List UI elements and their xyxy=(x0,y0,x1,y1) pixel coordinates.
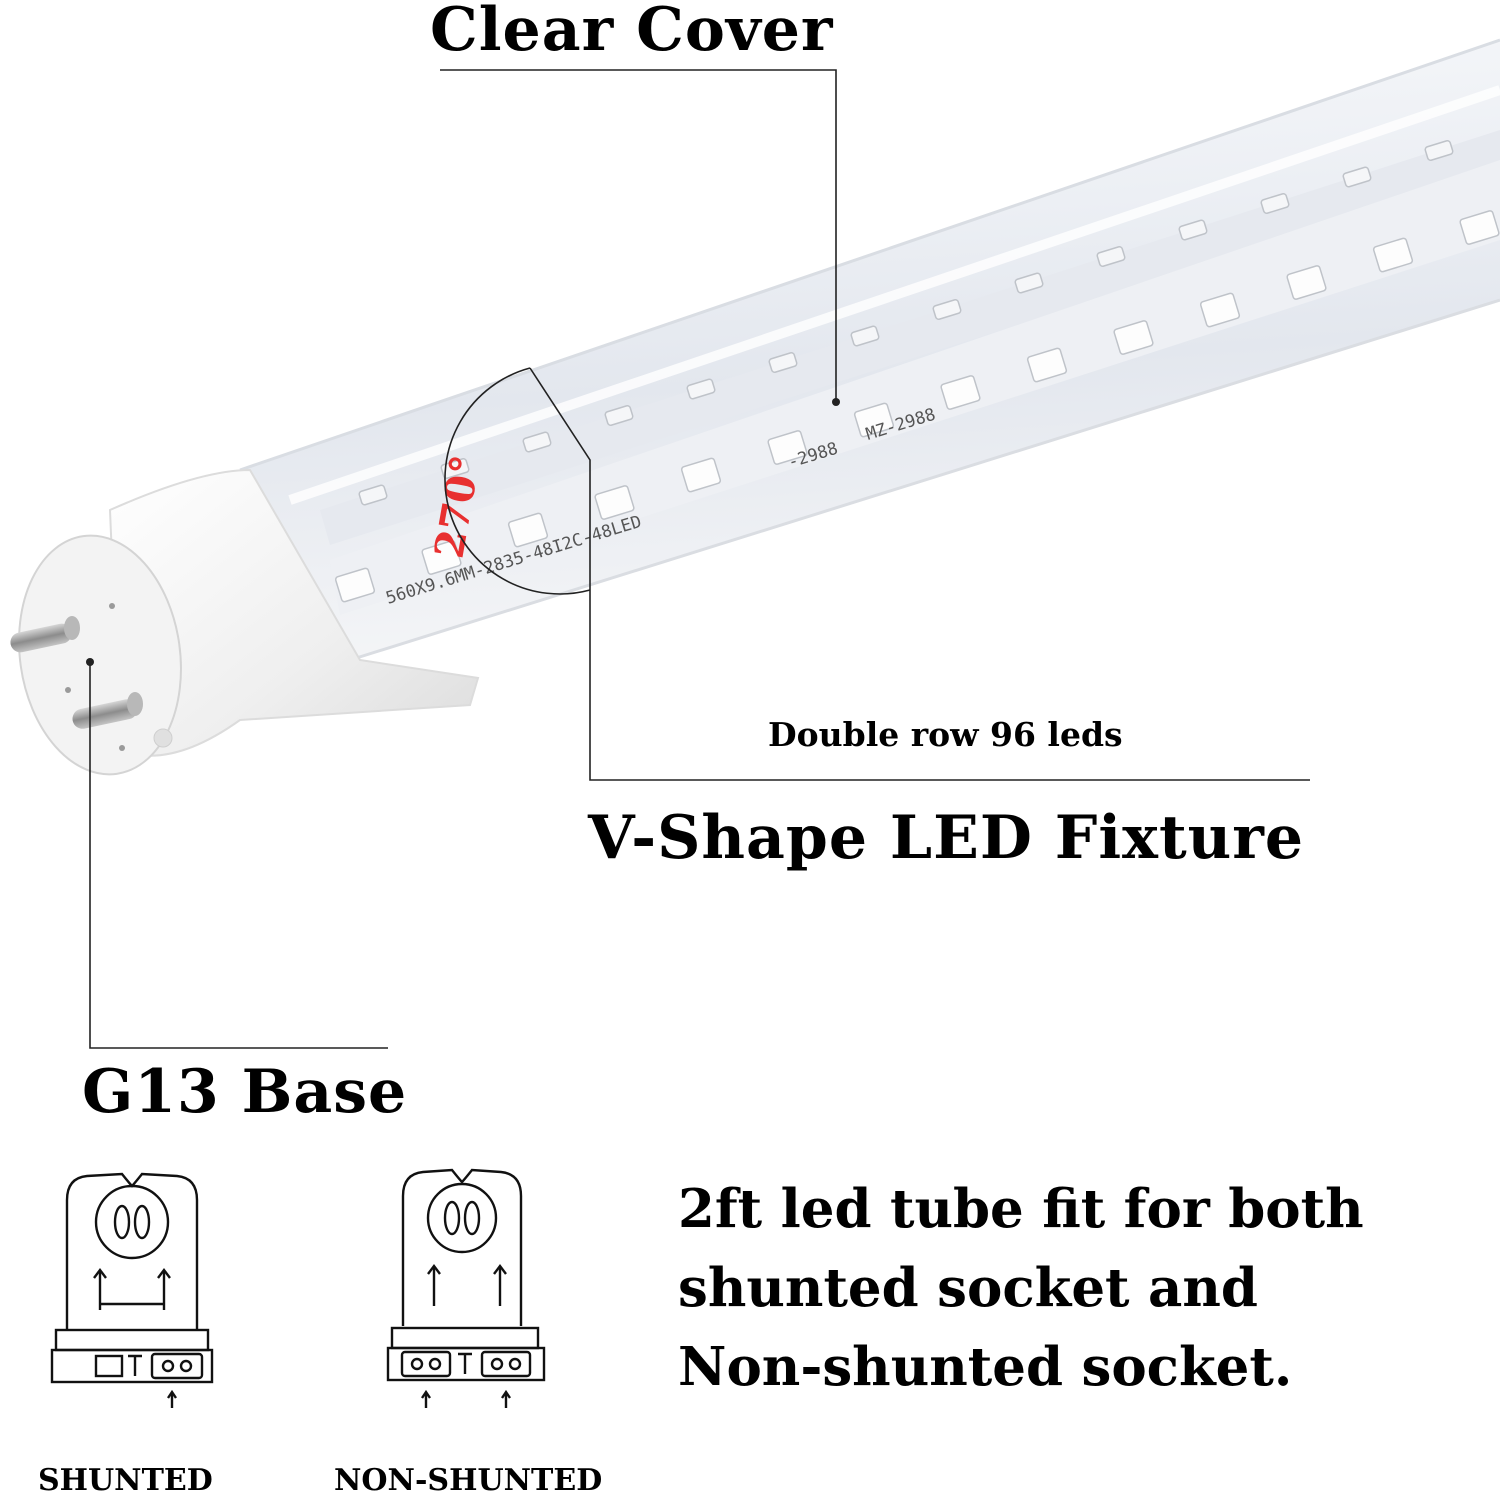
led-chip xyxy=(680,457,722,493)
led-chip xyxy=(1342,166,1372,188)
led-chip xyxy=(507,512,549,548)
shunted-socket-label: SHUNTED xyxy=(38,1463,213,1498)
g13-pin-bottom xyxy=(72,692,143,729)
led-chip xyxy=(522,431,552,453)
led-chip xyxy=(1286,265,1327,300)
shunted-socket-icon xyxy=(50,1172,214,1408)
led-chip xyxy=(604,405,634,426)
led-chip xyxy=(940,375,981,410)
led-chip xyxy=(1113,320,1154,355)
led-chip xyxy=(686,378,716,400)
led-chip xyxy=(1199,292,1241,328)
led-chip xyxy=(853,402,895,438)
tube-top-edge xyxy=(239,38,1500,472)
led-row-back xyxy=(358,140,1454,506)
led-chip xyxy=(1459,210,1500,245)
led-chip xyxy=(932,299,962,320)
g13-callout xyxy=(89,662,388,1049)
led-row-front xyxy=(334,210,1500,603)
led-chip xyxy=(1014,272,1044,294)
led-chip xyxy=(767,430,808,465)
led-chip xyxy=(334,567,376,603)
tube-bottom-edge xyxy=(349,298,1500,662)
compatibility-note-line: Non-shunted socket. xyxy=(678,1336,1293,1398)
g13-end-cap xyxy=(10,468,480,776)
led-chip xyxy=(1026,347,1068,383)
clear-cover-callout xyxy=(440,69,837,402)
led-tube: 560X9.6MM-2835-48I2C-48LED -2988 MZ-2988… xyxy=(239,38,1500,662)
g13-pin-top xyxy=(10,616,80,653)
clear-cover-label: Clear Cover xyxy=(430,0,834,65)
vshape-detail-circle xyxy=(444,367,591,595)
tube-highlight xyxy=(288,85,1500,505)
end-cap-hole xyxy=(109,603,115,609)
end-cap-socket-hole xyxy=(153,728,173,748)
end-cap-face xyxy=(18,534,182,776)
led-chip xyxy=(1178,219,1208,241)
end-cap-hole xyxy=(65,687,71,693)
vshape-callout xyxy=(529,367,1310,781)
v-shape-fixture-label: V-Shape LED Fixture xyxy=(588,803,1305,873)
led-chip xyxy=(421,540,462,575)
g13-dot xyxy=(86,658,94,666)
end-cap-hole xyxy=(119,745,125,751)
led-chip xyxy=(1260,193,1290,214)
led-chip xyxy=(768,352,798,373)
non-shunted-socket-label: NON-SHUNTED xyxy=(334,1463,603,1498)
led-chip xyxy=(1372,237,1414,273)
led-chip xyxy=(1424,140,1454,161)
callout-lines xyxy=(86,69,1310,1049)
compatibility-note-line: shunted socket and xyxy=(678,1257,1258,1319)
compatibility-note-line: 2ft led tube fit for both xyxy=(678,1178,1364,1240)
clear-cover-dot xyxy=(832,398,840,406)
g13-base-label: G13 Base xyxy=(82,1057,408,1127)
double-row-leds-label: Double row 96 leds xyxy=(768,715,1123,754)
led-chip xyxy=(850,325,880,347)
non-shunted-socket-icon xyxy=(386,1168,546,1408)
compatibility-note: 2ft led tube fit for both shunted socket… xyxy=(678,1170,1478,1407)
led-chip xyxy=(1096,246,1126,267)
led-chip xyxy=(594,485,635,520)
led-chip xyxy=(440,458,470,479)
led-chip xyxy=(358,484,388,506)
